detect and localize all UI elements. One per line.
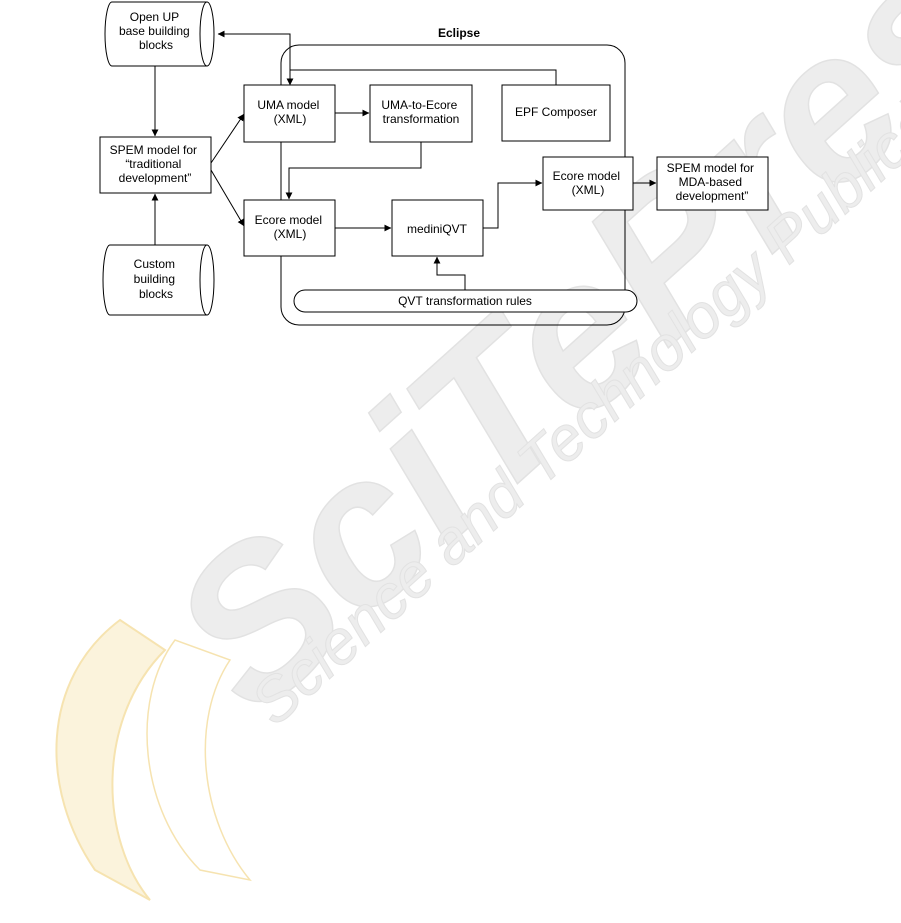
qvt-rules-node: QVT transformation rules: [293, 289, 638, 313]
spem-traditional-line-3: development”: [119, 171, 192, 185]
uma-to-ecore-node: UMA-to-Ecore transformation: [369, 84, 473, 143]
ecore-model-left-line-1: Ecore model: [255, 213, 322, 227]
edge-epf-to-uma: [290, 69, 557, 85]
connectors: [151, 30, 657, 290]
openup-label: Open UP base building blocks: [119, 10, 193, 52]
spem-traditional-line-1: SPEM model for: [110, 143, 197, 157]
edge-uma-to-openup: [217, 30, 294, 86]
ecore-model-left-box: [243, 199, 336, 257]
spem-mda-box: [656, 156, 769, 211]
ecore-model-right-label: Ecore model (XML): [553, 169, 624, 197]
uma-model-box: [243, 84, 336, 143]
eclipse-title: Eclipse: [438, 26, 480, 40]
uma-model-line-2: (XML): [274, 112, 307, 126]
custom-line-2: building: [134, 272, 175, 286]
spem-traditional-label: SPEM model for “traditional development”: [110, 143, 201, 185]
custom-line-3: blocks: [139, 287, 173, 301]
epf-composer-line-1: EPF Composer: [515, 105, 597, 119]
custom-line-1: Custom: [134, 257, 175, 271]
uma-to-ecore-line-1: UMA-to-Ecore: [381, 98, 457, 112]
qvt-rules-line-1: QVT transformation rules: [398, 294, 532, 308]
ecore-model-left-node: Ecore model (XML): [243, 199, 336, 257]
spem-mda-line-3: development”: [676, 189, 749, 203]
uma-model-node: UMA model (XML): [243, 84, 336, 143]
epf-composer-node: EPF Composer: [501, 84, 611, 142]
spem-traditional-line-2: “traditional: [125, 157, 181, 171]
qvt-rules-label: QVT transformation rules: [398, 294, 532, 308]
edge-spem-to-ecore-left: [210, 169, 245, 227]
uma-model-line-1: UMA model: [257, 98, 319, 112]
custom-label: Custom building blocks: [134, 257, 179, 301]
custom-store: Custom building blocks: [102, 244, 215, 316]
spem-mda-line-2: MDA-based: [679, 175, 742, 189]
medini-qvt-node: mediniQVT: [391, 199, 484, 257]
spem-mda-node: SPEM model for MDA-based development”: [656, 156, 769, 211]
spem-mda-line-1: SPEM model for: [667, 161, 754, 175]
ecore-model-left-label: Ecore model (XML): [255, 213, 326, 241]
edge-medini-to-ecore-right: [483, 179, 543, 229]
uma-to-ecore-box: [369, 84, 473, 143]
edge-transform-to-ecore-left: [285, 142, 422, 200]
spem-traditional-node: SPEM model for “traditional development”: [99, 136, 212, 194]
openup-shape-edge: [199, 1, 208, 67]
medini-qvt-label: mediniQVT: [407, 222, 468, 236]
epf-composer-box: [501, 84, 611, 142]
openup-line-2: base building: [119, 24, 190, 38]
ecore-model-right-line-1: Ecore model: [553, 169, 620, 183]
uma-to-ecore-line-2: transformation: [383, 112, 460, 126]
openup-line-1: Open UP: [130, 10, 179, 24]
spem-mda-label: SPEM model for MDA-based development”: [667, 161, 758, 203]
ecore-model-left-line-2: (XML): [274, 227, 307, 241]
epf-composer-label: EPF Composer: [515, 105, 597, 119]
ecore-model-right-line-2: (XML): [572, 183, 605, 197]
edge-qvt-to-medini: [433, 256, 466, 290]
spem-traditional-box: [99, 136, 212, 194]
medini-qvt-line-1: mediniQVT: [407, 222, 468, 236]
ecore-model-right-node: Ecore model (XML): [542, 156, 634, 211]
openup-store: Open UP base building blocks: [104, 1, 215, 67]
uma-model-label: UMA model (XML): [257, 98, 322, 126]
custom-shape-edge: [199, 244, 208, 316]
edge-spem-to-uma: [210, 113, 245, 164]
uma-to-ecore-label: UMA-to-Ecore transformation: [381, 98, 460, 126]
openup-line-3: blocks: [139, 38, 173, 52]
